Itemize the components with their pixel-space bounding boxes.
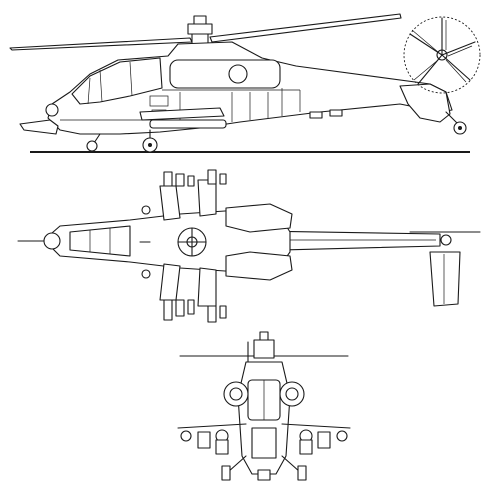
front-wing-left: [177, 423, 247, 429]
top-stores-lower: [163, 299, 227, 323]
top-gear-right: [141, 269, 151, 279]
front-stores-right: [299, 429, 348, 455]
canopy-frame-1: [99, 69, 103, 103]
top-view: [17, 169, 481, 323]
rotor-mast-head: [187, 23, 213, 35]
top-engine-right: [225, 251, 293, 281]
front-wheel-right: [297, 465, 307, 481]
front-wheel-left: [221, 465, 231, 481]
top-engine-left: [225, 203, 293, 233]
side-nose-turret: [45, 103, 59, 117]
canopy-frame-2: [129, 61, 133, 97]
front-lower-body: [251, 427, 277, 459]
side-tail-vent-1: [309, 111, 323, 119]
side-main-rotor: [9, 13, 402, 51]
side-view: [9, 13, 481, 153]
canopy-frame-0: [87, 77, 91, 105]
front-wing-right: [281, 423, 351, 429]
front-stores-left: [180, 429, 229, 455]
top-wing-left-outer: [197, 179, 217, 217]
top-stores-upper: [163, 169, 227, 187]
top-wing-right-outer: [197, 267, 217, 307]
side-rocket-pod: [149, 119, 227, 129]
side-engine: [169, 59, 281, 89]
rotor-blade-left: [9, 37, 193, 51]
front-landing-gear: [221, 455, 307, 481]
side-tail-vent-2: [329, 109, 343, 117]
side-landing-gear: [86, 111, 467, 153]
front-rotor-head: [253, 339, 275, 359]
top-wing-right-inner: [159, 263, 181, 301]
side-tail-rotor: [403, 16, 481, 94]
side-nose-sensor: [19, 119, 59, 135]
front-view: [177, 331, 351, 481]
side-stub-wing: [139, 107, 225, 121]
front-nose-wheel: [257, 469, 271, 481]
top-gear-left: [141, 205, 151, 215]
top-tail-fin: [429, 251, 461, 307]
side-nose-wheel: [86, 140, 98, 152]
rotor-blade-right: [209, 13, 402, 43]
side-tail-fin-base: [399, 83, 451, 123]
top-wing-left-inner: [159, 185, 181, 221]
side-engine-intake: [228, 64, 248, 84]
top-tail-hub: [440, 234, 452, 246]
front-rotor-top: [259, 331, 269, 341]
top-nose-turret: [43, 232, 61, 250]
rotor-mast-top: [193, 15, 207, 25]
tail-rotor-disk: [403, 16, 481, 94]
